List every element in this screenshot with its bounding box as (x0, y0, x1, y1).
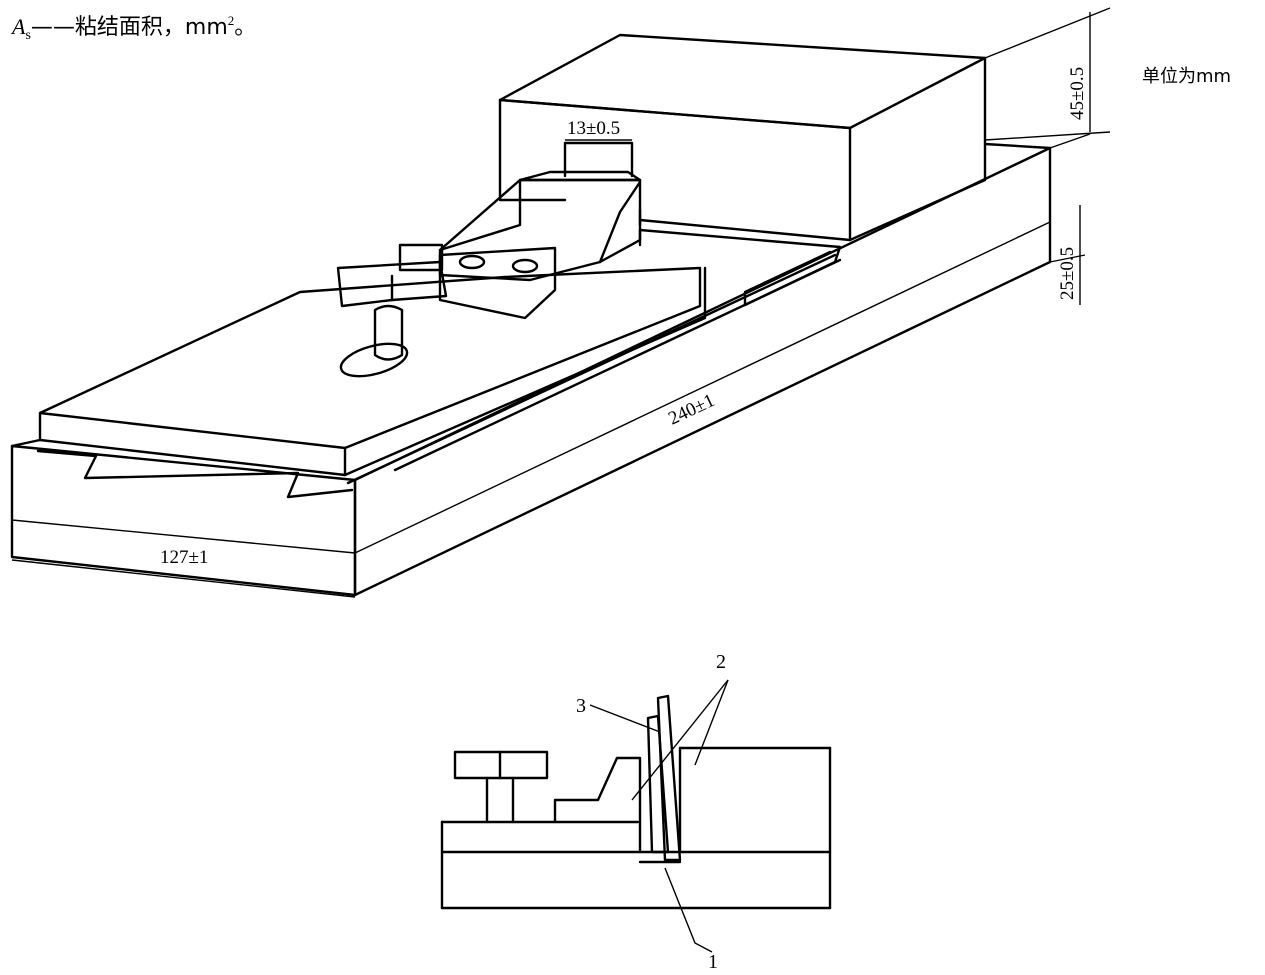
dim-block-height: 45±0.5 (984, 7, 1111, 141)
sliding-carriage (38, 228, 842, 485)
dim-length: 240±1 (354, 261, 1051, 596)
caption: As——粘结面积，mm2。 (10, 13, 256, 43)
callout-3: 3 (576, 695, 586, 717)
dim-width-label: 127±1 (160, 547, 208, 568)
weight-block (498, 33, 987, 242)
callout-2: 2 (716, 651, 726, 673)
dim-base-height-label: 25±0.5 (1057, 247, 1078, 300)
dim-base-height: 25±0.5 (1049, 133, 1091, 305)
dim-slot-width: 13±0.5 (565, 118, 632, 141)
base-plate (10, 142, 1052, 597)
dim-width: 127±1 (11, 547, 356, 598)
dim-slot-width-label: 13±0.5 (567, 118, 620, 139)
unit-note: 单位为mm (1142, 66, 1231, 87)
clamp-block (438, 141, 642, 320)
dovetail-groove (36, 449, 354, 499)
knob-and-handle (336, 243, 448, 378)
section-view: 3 2 1 (440, 651, 832, 973)
dim-block-height-label: 45±0.5 (1067, 67, 1088, 120)
callout-1: 1 (708, 951, 718, 973)
